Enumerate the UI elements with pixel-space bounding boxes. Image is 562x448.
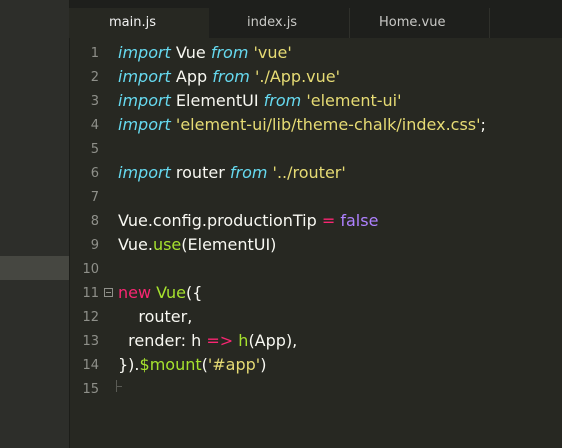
line-number: 14 (82, 358, 99, 373)
code-token: => (206, 331, 234, 350)
tab-label: main.js (109, 15, 156, 30)
tab-divider (489, 8, 490, 38)
line-number: 9 (90, 238, 99, 253)
code-line[interactable]: 10 (69, 258, 562, 282)
line-number: 1 (90, 46, 99, 61)
code-token: 'element-ui' (306, 91, 402, 110)
code-line[interactable]: 15 (69, 378, 562, 402)
code-line[interactable]: 13 render: h => h(App), (69, 330, 562, 354)
line-number: 15 (82, 382, 99, 397)
sidebar-selected-row[interactable] (0, 256, 69, 280)
sidebar (0, 0, 70, 448)
code-token: 'vue' (253, 43, 292, 62)
code-line[interactable]: 1 import Vue from 'vue' (69, 42, 562, 66)
window-top-strip (0, 0, 562, 8)
line-number: 11 (82, 286, 99, 301)
code-text: }).$mount('#app') (118, 355, 266, 374)
tab-home-vue[interactable]: Home.vue (349, 8, 489, 38)
code-token: router (170, 163, 230, 182)
code-line[interactable]: 12 router, (69, 306, 562, 330)
code-text: import router from '../router' (118, 163, 346, 182)
code-token: '../router' (272, 163, 346, 182)
code-editor[interactable]: 1 import Vue from 'vue' 2 import App from '… (69, 38, 562, 448)
code-token: (App), (248, 331, 298, 350)
code-token: from (263, 91, 302, 110)
code-token: router, (118, 307, 193, 326)
code-text: import 'element-ui/lib/theme-chalk/index… (118, 115, 486, 134)
fold-toggle-icon[interactable] (104, 288, 113, 297)
line-number: 12 (82, 310, 99, 325)
code-text: render: h => h(App), (118, 331, 297, 350)
code-token: import (118, 43, 171, 62)
code-token: 'element-ui/lib/theme-chalk/index.css' (175, 115, 481, 134)
code-line[interactable]: 9 Vue.use(ElementUI) (69, 234, 562, 258)
code-text: import App from './App.vue' (118, 67, 340, 86)
code-token: Vue (156, 283, 187, 302)
line-number: 3 (90, 94, 99, 109)
code-token: (ElementUI) (181, 235, 277, 254)
tab-divider (349, 8, 350, 38)
code-token: new (118, 283, 152, 302)
code-line[interactable]: 14}).$mount('#app') (69, 354, 562, 378)
code-line[interactable]: 6 import router from '../router' (69, 162, 562, 186)
code-token: from (210, 43, 249, 62)
code-token: Vue. (118, 235, 153, 254)
code-line[interactable]: 4 import 'element-ui/lib/theme-chalk/inde… (69, 114, 562, 138)
code-token: './App.vue' (254, 67, 341, 86)
line-number: 8 (90, 214, 99, 229)
line-number: 6 (90, 166, 99, 181)
code-token: ; (480, 115, 486, 134)
code-line[interactable]: 5 (69, 138, 562, 162)
code-token: }). (118, 355, 140, 374)
code-token: render: h (118, 331, 207, 350)
code-text: import Vue from 'vue' (118, 43, 292, 62)
line-number: 5 (90, 142, 99, 157)
line-number: 7 (90, 190, 99, 205)
code-token: from (229, 163, 268, 182)
code-token: h (238, 331, 249, 350)
code-token: ({ (186, 283, 203, 302)
code-token: $mount (139, 355, 202, 374)
code-token: = (321, 211, 336, 230)
code-text: router, (118, 307, 192, 326)
code-token: Vue (170, 43, 211, 62)
line-number: 2 (90, 70, 99, 85)
code-token: import (118, 115, 171, 134)
code-text: Vue.use(ElementUI) (118, 235, 276, 254)
line-number: 13 (82, 334, 99, 349)
code-token: ) (260, 355, 267, 374)
code-token: '#app' (207, 355, 261, 374)
tab-label: Home.vue (379, 15, 446, 30)
code-line[interactable]: 8 Vue.config.productionTip = false (69, 210, 562, 234)
code-line[interactable]: 11 new Vue({ (69, 282, 562, 306)
tab-label: index.js (247, 15, 298, 30)
code-token: ( (201, 355, 208, 374)
code-line[interactable]: 7 (69, 186, 562, 210)
code-token: from (212, 67, 250, 86)
code-text: import ElementUI from 'element-ui' (118, 91, 402, 110)
code-token: import (118, 67, 171, 86)
code-token: use (152, 235, 182, 254)
code-line[interactable]: 3 import ElementUI from 'element-ui' (69, 90, 562, 114)
line-number: 4 (90, 118, 99, 133)
code-token: Vue.config.productionTip (118, 211, 322, 230)
line-number: 10 (82, 262, 99, 277)
code-token: import (118, 91, 171, 110)
code-token: ElementUI (170, 91, 264, 110)
code-token: App (170, 67, 213, 86)
code-token: false (340, 211, 379, 230)
code-line[interactable]: 2 import App from './App.vue' (69, 66, 562, 90)
tab-main-js[interactable]: main.js (69, 8, 209, 38)
tab-index-js[interactable]: index.js (209, 8, 349, 38)
code-token: import (118, 163, 171, 182)
fold-guide-end (116, 386, 122, 387)
code-text: new Vue({ (118, 283, 202, 302)
code-text: Vue.config.productionTip = false (118, 211, 378, 230)
